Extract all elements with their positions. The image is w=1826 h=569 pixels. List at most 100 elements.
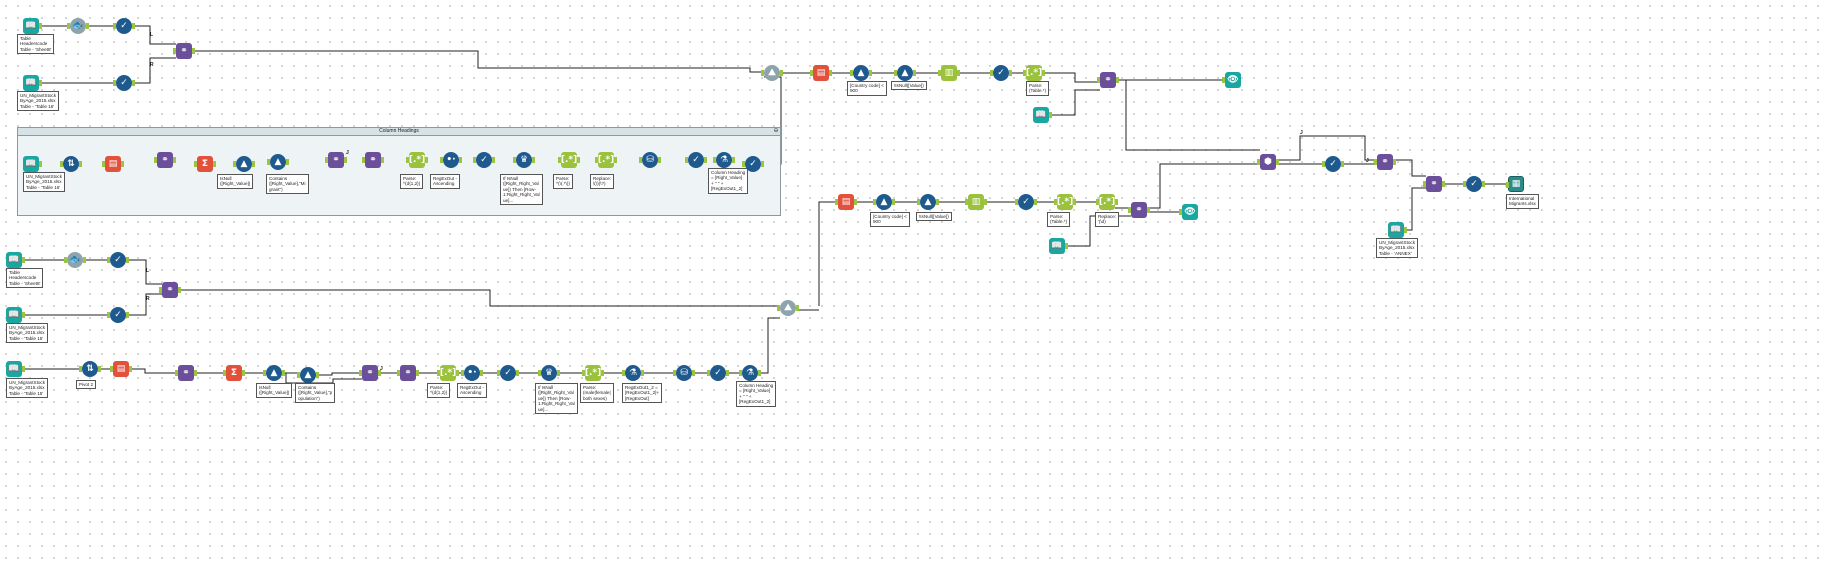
join-tool[interactable]: ⚭ [154,152,176,168]
tool-label: Replace: '(\d) [1095,212,1120,227]
regex-tool[interactable]: [.*] [1023,65,1045,81]
cross-tab-tool[interactable]: ▤ [810,65,832,81]
connector-label: J [1366,158,1369,164]
dynamic-rename-tool[interactable]: ⛁ [639,152,661,168]
formula-tool[interactable]: ⚗ [622,365,644,381]
tool-label: Pivot 2 [76,380,97,390]
filter-tool[interactable]: ▲ [917,194,939,210]
select-tool[interactable]: ✓ [1322,156,1344,172]
regex-tool[interactable]: [.*] [595,152,617,168]
filter-tool[interactable]: ▲ [297,367,319,383]
browse-tool[interactable]: 👁 [1222,72,1241,88]
formula-tool[interactable]: ⚗ [739,365,761,381]
crown-icon: ♛ [544,367,554,378]
append-fields-tool[interactable]: ⛰ [761,65,783,81]
text-to-columns-tool[interactable]: ▥ [965,194,987,210]
select-tool[interactable]: ✓ [473,152,495,168]
union-tool[interactable]: ⚭ [397,365,419,381]
summarize-tool[interactable]: Σ [194,156,216,172]
input-data-tool[interactable]: 📖 [6,307,25,323]
join-tool[interactable]: ⚭ [325,152,347,168]
multi-row-formula-tool[interactable]: ♛ [513,152,535,168]
regex-tool[interactable]: [.*] [558,152,580,168]
join-tool[interactable]: ⚭ [1374,154,1396,170]
sort-tool[interactable]: •· [461,365,483,381]
input-data-tool[interactable]: 📖 [1033,107,1052,123]
input-data-tool[interactable]: 📖 [1388,222,1407,238]
column-headings-container[interactable]: Column Headings ⊖ [17,127,781,216]
multi-row-formula-tool[interactable]: ♛ [538,365,560,381]
input-data-tool[interactable]: 📖 [23,75,42,91]
union-tool[interactable]: ⬢ [1257,154,1279,170]
select-tool[interactable]: ✓ [742,156,764,172]
connector-label: L [146,268,150,274]
sort-tool[interactable]: •· [440,152,462,168]
join-tool[interactable]: ⚭ [175,365,197,381]
select-tool[interactable]: ✓ [113,75,135,91]
flask-icon: ⚗ [719,154,729,165]
cross-tab-tool[interactable]: ▤ [102,156,124,172]
cross-tab-tool[interactable]: ▤ [110,361,132,377]
join-tool[interactable]: ⚭ [159,282,181,298]
filter-icon: ▲ [880,196,888,207]
output-data-tool[interactable]: ▦ [1506,176,1524,192]
text-to-columns-tool[interactable]: ▥ [938,65,960,81]
columns-icon: ▥ [971,196,981,207]
select-tool[interactable]: ✓ [113,18,135,34]
select-tool[interactable]: ✓ [685,152,707,168]
input-data-tool[interactable]: 📖 [23,18,42,34]
join-tool[interactable]: ⚭ [1423,176,1445,192]
regex-tool[interactable]: [.*] [437,365,459,381]
filter-tool[interactable]: ▲ [233,156,255,172]
regex-icon: [.*] [560,154,578,165]
cross-tab-tool[interactable]: ▤ [835,194,857,210]
tool-label: UN_MigrantStock ByAge_2015.xlsx Table - … [1376,238,1418,259]
filter-tool[interactable]: ▲ [267,154,289,170]
append-fields-tool[interactable]: ⛰ [777,300,799,316]
select-tool[interactable]: ✓ [990,65,1012,81]
select-tool[interactable]: ✓ [107,252,129,268]
input-data-tool[interactable]: 📖 [6,252,25,268]
join-tool[interactable]: ⚭ [173,43,195,59]
browse-tool[interactable]: 👁 [1179,204,1198,220]
transpose-tool[interactable]: ⇅ [60,156,82,172]
summarize-tool[interactable]: Σ [223,365,245,381]
select-tool[interactable]: ✓ [497,365,519,381]
select-tool[interactable]: ✓ [107,307,129,323]
container-collapse-button[interactable]: ⊖ [773,127,779,134]
input-data-tool[interactable]: 📖 [6,361,25,377]
select-tool[interactable]: ✓ [1463,176,1485,192]
sample-tool[interactable]: 🐟 [64,252,86,268]
transpose-tool[interactable]: ⇅ [79,361,101,377]
tool-label: UN_MigrantStock ByAge_2015.xlsx Table - … [6,378,48,399]
book-icon: 📖 [25,77,37,88]
select-tool[interactable]: ✓ [1015,194,1037,210]
tool-label: Contains ([Right_Value],"Mi grant") [266,174,309,195]
filter-tool[interactable]: ▲ [873,194,895,210]
sample-tool[interactable]: 🐟 [67,18,89,34]
tool-label: Contains ([Right_Value],"p opulation") [295,383,336,404]
crosstab-icon: ▤ [108,158,118,169]
book-icon: 📖 [8,309,20,320]
join-tool[interactable]: ⚭ [359,365,381,381]
connector-label: J [1300,130,1303,136]
select-tool[interactable]: ✓ [707,365,729,381]
tool-label: RegExOut1_2 = [RegExOut1_2]+ [RegExOut] [622,383,663,404]
input-data-tool[interactable]: 📖 [23,156,42,172]
regex-tool[interactable]: [.*] [582,365,604,381]
union-tool[interactable]: ⚭ [362,152,384,168]
dynamic-rename-tool[interactable]: ⛁ [673,365,695,381]
tool-label: Table Headerscode Table - 'Sheet8' [6,268,44,289]
filter-tool[interactable]: ▲ [850,65,872,81]
join-tool[interactable]: ⚭ [1097,72,1119,88]
filter-icon: ▲ [924,196,932,207]
sort-icon: •· [446,154,456,165]
join-tool[interactable]: ⚭ [1128,202,1150,218]
filter-tool[interactable]: ▲ [894,65,916,81]
filter-tool[interactable]: ▲ [263,365,285,381]
input-data-tool[interactable]: 📖 [1049,238,1068,254]
regex-tool[interactable]: [.*] [406,152,428,168]
formula-tool[interactable]: ⚗ [713,152,735,168]
regex-tool[interactable]: [.*] [1096,194,1118,210]
regex-tool[interactable]: [.*] [1054,194,1076,210]
